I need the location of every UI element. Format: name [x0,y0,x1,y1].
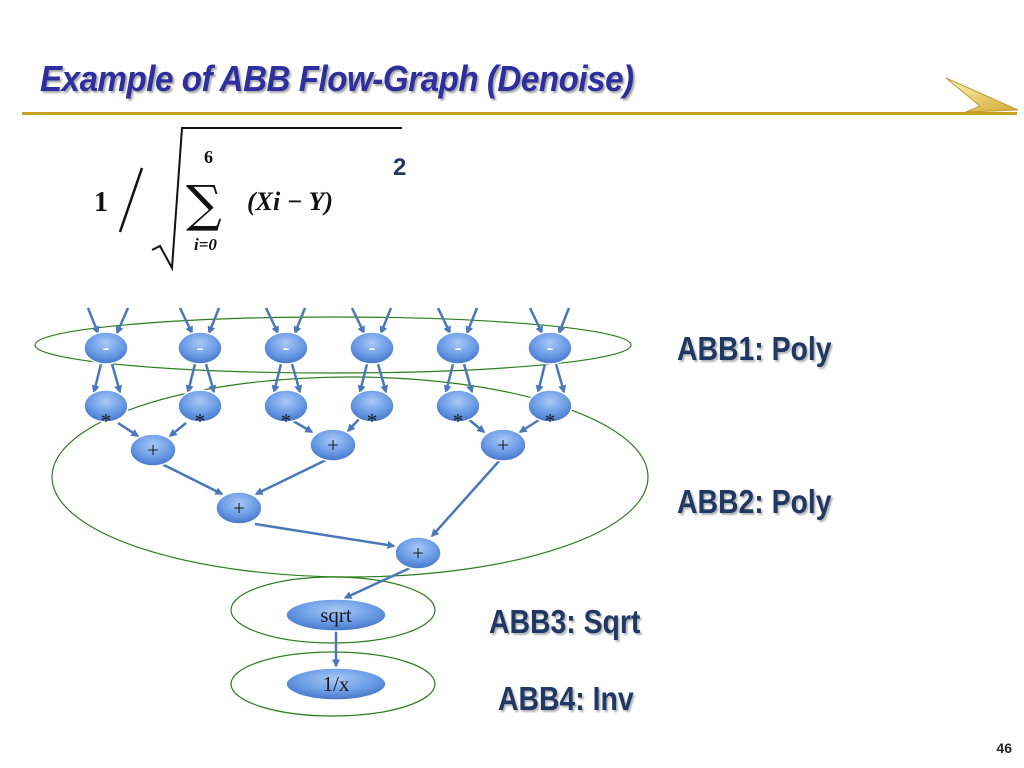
formula-sum-upper: 6 [204,147,213,167]
node-label: * [101,409,112,433]
mul-node: * [177,389,223,433]
sub-node: - [177,331,223,365]
sub-to-mul-edge [204,363,217,394]
sub-to-mul-edge [290,363,303,394]
sub-node: - [527,331,573,365]
input-edge [465,307,479,335]
node-label: - [547,337,554,360]
mul-node: * [435,389,481,433]
sub-to-mul-edge [462,363,475,394]
input-edge [379,307,393,335]
node-label: - [103,337,110,360]
sub-to-mul-edge [91,363,103,394]
formula-radical [151,127,402,272]
node-label: 1/x [323,672,350,696]
mul-node: * [83,389,129,433]
add-node: + [309,428,357,462]
mul-node: * [349,389,395,433]
node-label: + [497,433,509,457]
sub-to-mul-edge [554,363,567,394]
slide-title: Example of ABB Flow-Graph (Denoise) [40,58,634,99]
add-node: + [394,536,442,570]
sub-node: - [349,331,395,365]
formula-term: (Xi − Y) [247,187,333,216]
abb1-label: ABB1: Poly [677,330,832,367]
mul-node: * [527,389,573,433]
input-edge [264,307,280,335]
sub-to-mul-edge [271,363,283,394]
input-edge [86,307,100,335]
corner-arrow-icon [945,77,1019,113]
input-edge [178,307,194,335]
node-label: + [233,496,245,520]
node-label: + [412,541,424,565]
node-label: - [455,337,462,360]
page-number: 46 [996,740,1012,756]
input-edge [350,307,366,335]
formula-numerator: 1 [94,187,108,218]
add-node: + [479,428,527,462]
abb3-label: ABB3: Sqrt [489,603,641,640]
node-label: * [367,409,378,433]
formula: 1 6 ∑ i=0 (Xi − Y) 2 [94,127,406,272]
input-edge [557,307,571,335]
sub-to-mul-edge [185,363,197,394]
abb4-label: ABB4: Inv [498,680,634,717]
mul-node: * [263,389,309,433]
input-edge [115,307,130,335]
input-edge [207,307,221,335]
add-to-add-edge [161,462,224,496]
node-label: - [369,337,376,360]
node-label: * [545,409,556,433]
node-label: - [283,337,290,360]
mul-to-add-edge [117,421,140,438]
add-node: + [129,433,177,467]
formula-slash [118,167,144,233]
abb1-group-outline [34,316,632,374]
formula-sum-lower: i=0 [194,235,217,254]
sub-to-mul-edge [110,363,123,394]
sub-to-mul-edge [357,363,369,394]
add-to-add-edge [254,458,327,496]
add-to-add-edge [430,459,501,538]
add-to-add-edge [254,522,396,549]
add-node: + [215,491,263,525]
inv-node: 1/x [285,667,387,701]
sub-to-mul-edge [376,363,389,394]
node-label: + [327,433,339,457]
mul-to-add-edge [346,417,361,433]
node-label: + [147,438,159,462]
input-edge [436,307,452,335]
sub-to-mul-edge [535,363,547,394]
node-label: * [453,409,464,433]
node-label: - [197,337,204,360]
sqrt-node: sqrt [285,598,387,632]
formula-sigma: ∑ [186,175,222,233]
sub-node: - [435,331,481,365]
add-to-sqrt-edge [343,566,411,600]
node-label: * [281,409,292,433]
sub-node: - [263,331,309,365]
node-label: * [195,409,206,433]
input-edge [293,307,307,335]
title-rule [22,112,1017,115]
formula-exponent: 2 [393,154,406,181]
mul-to-add-edge [168,422,187,437]
input-edge [528,307,544,335]
abb2-label: ABB2: Poly [677,483,832,520]
sub-node: - [83,331,129,365]
node-label: sqrt [320,603,352,627]
sub-to-mul-edge [443,363,455,394]
abb4-group-outline [230,651,436,717]
abb3-group-outline [230,576,436,644]
